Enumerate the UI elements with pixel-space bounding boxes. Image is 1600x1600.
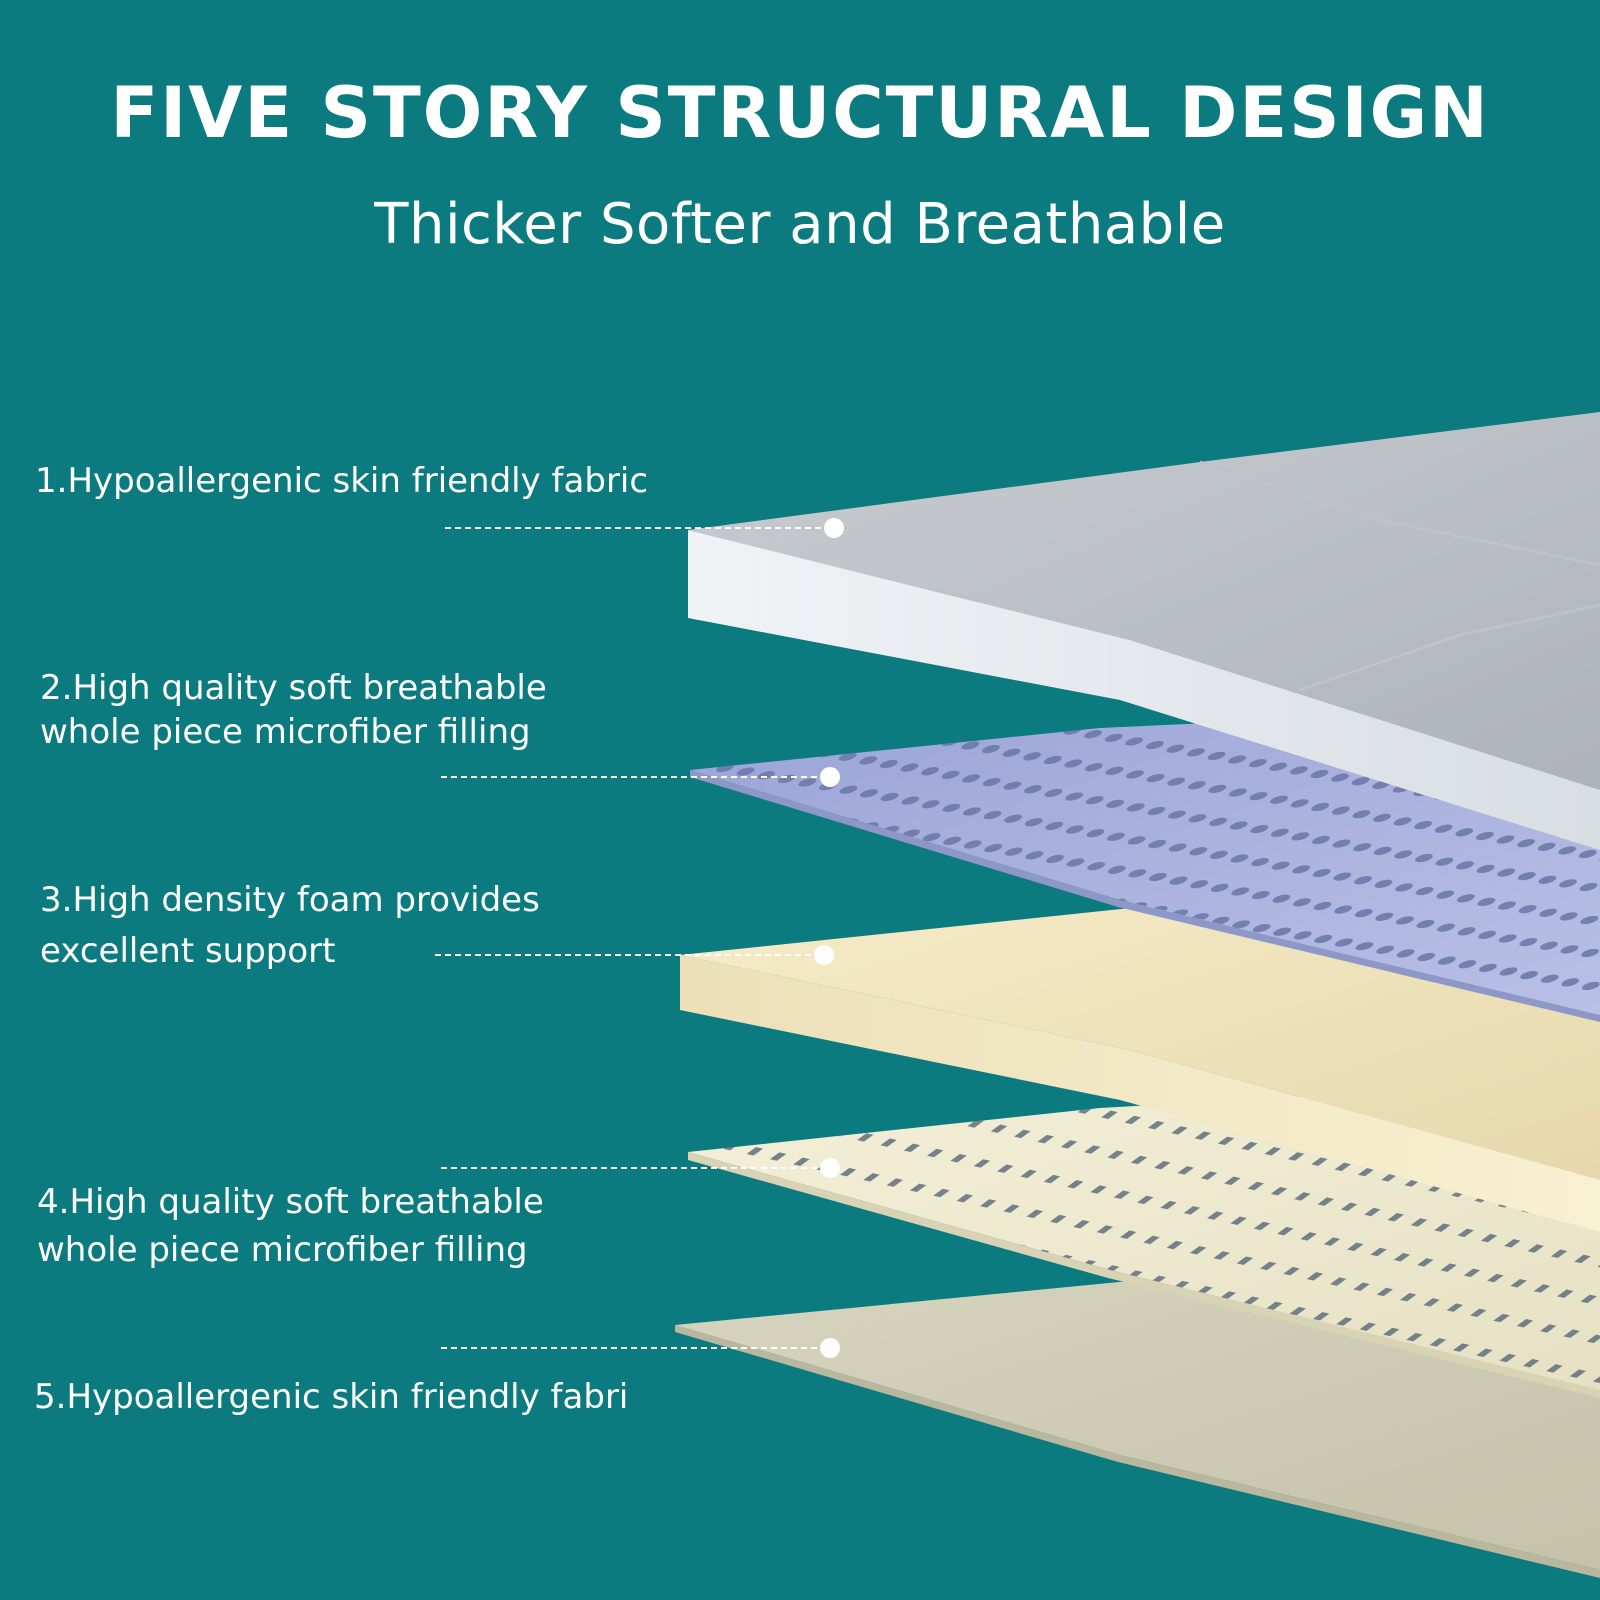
marker-dot-4 <box>820 1158 840 1178</box>
layer-3-label: 3.High density foam provides excellent s… <box>40 880 540 971</box>
marker-dot-2 <box>820 767 840 787</box>
marker-dot-5 <box>820 1338 840 1358</box>
marker-dot-1 <box>824 518 844 538</box>
layer-5-bottom-fabric <box>675 1270 1600 1578</box>
leader-line-4 <box>441 1158 840 1178</box>
layer-1-label: 1.Hypoallergenic skin friendly fabric <box>35 461 649 501</box>
page-subtitle: Thicker Softer and Breathable <box>374 192 1226 257</box>
layer-2-microfiber-sheet <box>690 705 1600 1022</box>
leader-line-2 <box>441 767 840 787</box>
page-title: FIVE STORY STRUCTURAL DESIGN <box>110 72 1490 154</box>
layer-4-label: 4.High quality soft breathable whole pie… <box>37 1182 544 1270</box>
layer-2-label: 2.High quality soft breathable whole pie… <box>40 668 547 752</box>
marker-dot-3 <box>814 945 834 965</box>
leader-line-1 <box>445 518 844 538</box>
leader-line-3 <box>435 945 834 965</box>
layer-5-label: 5.Hypoallergenic skin friendly fabri <box>34 1377 629 1417</box>
layer-1-top-fabric <box>688 412 1600 850</box>
leader-line-5 <box>441 1338 840 1358</box>
